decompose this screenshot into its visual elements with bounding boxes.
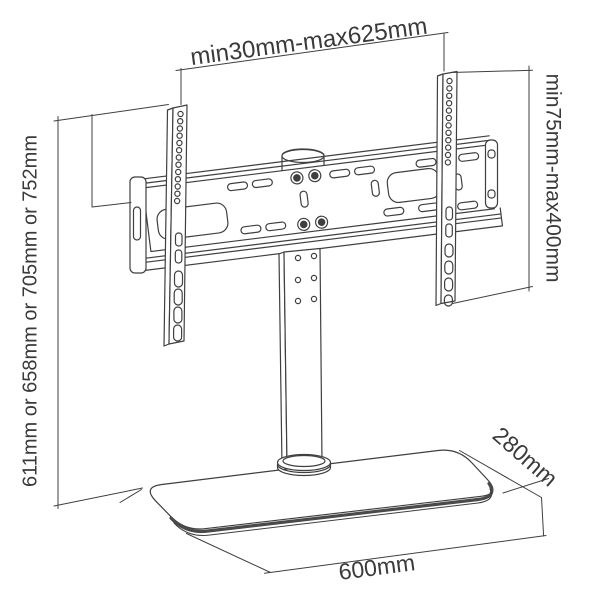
left-rail-holes <box>173 110 184 205</box>
dim-line-top <box>175 32 449 71</box>
dimension-right-label: min75mm-max400mm <box>541 74 564 283</box>
plate-opening-left <box>156 202 229 240</box>
base-plate <box>149 449 494 536</box>
crossbar-right-endcap <box>484 139 499 209</box>
dim-line-base-depth <box>459 450 545 537</box>
dimension-base-depth-label: 280mm <box>488 422 563 492</box>
column-collar <box>276 453 332 477</box>
right-rail-holes <box>444 77 453 166</box>
dimension-lines <box>53 32 549 574</box>
dimension-base-width-label: 600mm <box>337 549 416 585</box>
dim-line-base-width <box>186 533 547 574</box>
mounting-bolts <box>290 169 329 232</box>
column-top-cap <box>281 148 325 173</box>
crossbar-left-endcap <box>129 176 147 274</box>
glass-edge-band <box>169 481 494 534</box>
dimension-left-label: 611mm or 658mm or 705mm or 752mm <box>19 135 41 487</box>
center-column <box>278 247 323 468</box>
crossbar-plate <box>129 135 504 272</box>
dimension-top-label: min30mm-max625mm <box>189 13 429 71</box>
right-rail <box>435 70 458 307</box>
left-rail <box>163 104 188 347</box>
